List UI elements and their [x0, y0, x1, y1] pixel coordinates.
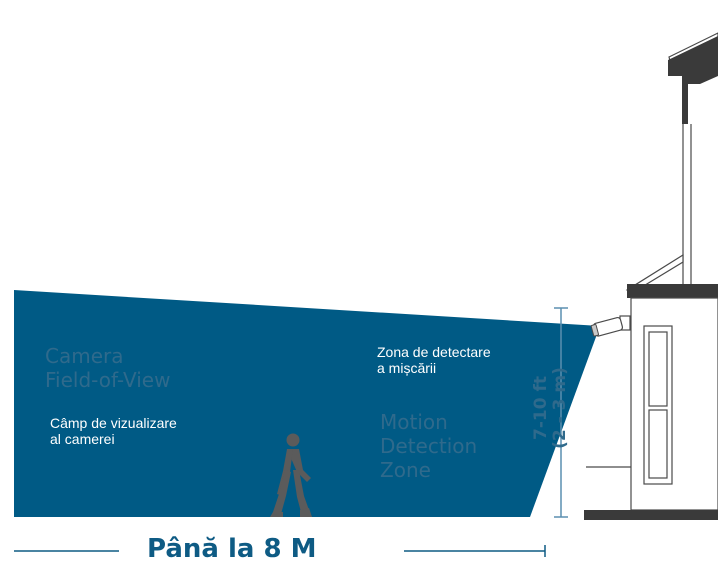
mount-height-label: 7-10 ft (2 - 3 m)	[531, 367, 570, 449]
range-label: Până la 8 M	[147, 534, 317, 564]
camera-fov-label-ro: Câmp de vizualizare al camerei	[50, 415, 177, 447]
range-dimension-line	[14, 545, 546, 557]
motion-zone-label-ro: Zona de detectare a mișcării	[377, 344, 491, 376]
camera-fov-label-en: Camera Field-of-View	[45, 344, 171, 392]
house-foundation	[584, 510, 718, 520]
height-dimension-line	[554, 307, 568, 518]
walking-person-icon	[270, 433, 312, 517]
floor-band	[627, 284, 718, 298]
roof-fascia	[668, 36, 718, 124]
motion-zone-label-en: Motion Detection Zone	[380, 410, 478, 482]
house-window	[643, 325, 673, 485]
field-of-view-area	[14, 290, 600, 517]
house-outline-icon	[584, 32, 718, 520]
security-camera-icon	[590, 315, 631, 337]
